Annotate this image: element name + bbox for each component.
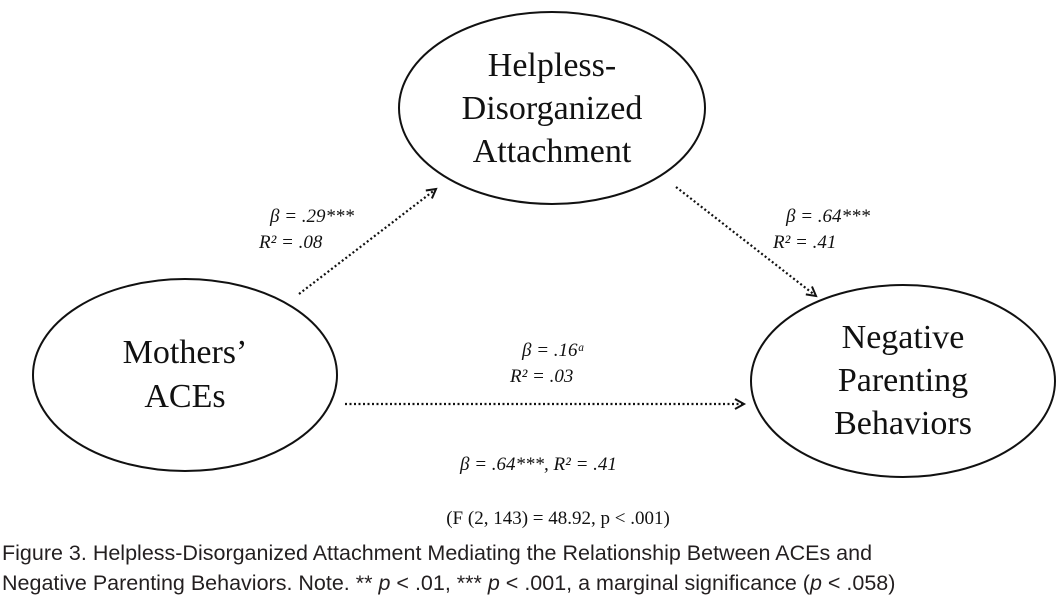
path-b-r2-label: R² = .41 [772,232,836,253]
caption-p-symbol-2: p [487,571,500,595]
predictor-node: Mothers’ ACEs [32,278,338,472]
caption-p-symbol-1: p [378,571,391,595]
outcome-label-line3: Behaviors [834,405,972,442]
mediation-diagram: Helpless- Disorganized Attachment Mother… [32,11,1056,529]
path-a-r2-label: R² = .08 [258,232,323,253]
caption-line-1: Figure 3. Helpless-Disorganized Attachme… [2,541,873,565]
path-b-beta-label: β = .64*** [785,206,871,227]
mediator-label-line1: Helpless- [488,47,616,84]
mediator-label-line2: Disorganized [462,90,643,127]
caption-line2-part-e: < .001, a marginal significance ( [499,571,810,595]
outcome-label-line2: Parenting [838,362,968,399]
path-a-beta-label: β = .29*** [269,206,355,227]
caption-line-2: Negative Parenting Behaviors. Note. ** p… [2,568,1058,598]
mediator-label-line3: Attachment [473,133,632,170]
predictor-label-line1: Mothers’ [123,334,248,371]
path-c-prime-beta-label: β = .16ᵃ [521,340,585,361]
outcome-label-line1: Negative [842,319,965,356]
caption-p-symbol-3: p [809,571,822,595]
predictor-label-line2: ACEs [144,378,225,415]
caption-line2-part-c: < .01, *** [390,571,488,595]
mediator-node: Helpless- Disorganized Attachment [398,11,706,205]
outcome-node: Negative Parenting Behaviors [750,284,1056,478]
figure-caption: Figure 3. Helpless-Disorganized Attachme… [2,538,1058,598]
path-a-arrow [298,187,438,295]
path-c-prime-r2-label: R² = .03 [509,366,573,387]
total-model-label: β = .64***, R² = .41 [459,454,617,475]
f-test-label: (F (2, 143) = 48.92, p < .001) [446,508,670,529]
caption-line2-part-g: < .058) [821,571,896,595]
caption-line2-part-a: Negative Parenting Behaviors. Note. ** [2,571,379,595]
